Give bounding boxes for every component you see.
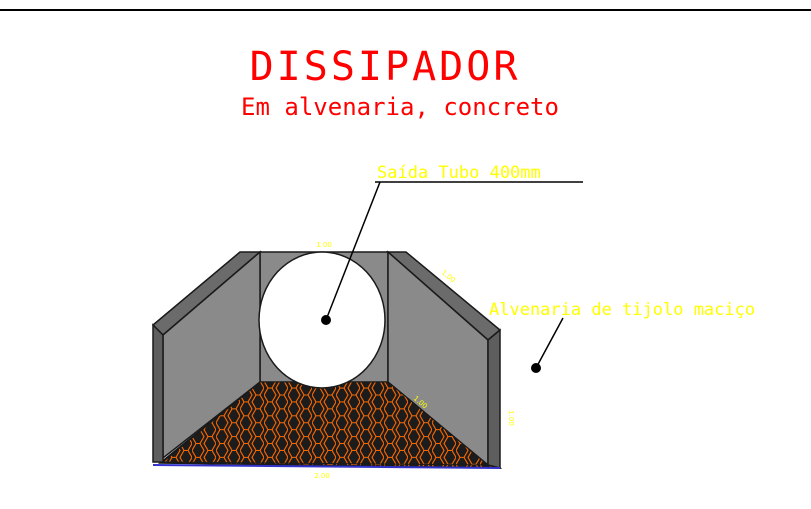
dim-base-width: 2.00	[314, 472, 330, 480]
right-wall-edge	[487, 328, 501, 469]
dim-pipe-diameter: 1.00	[316, 241, 332, 249]
pipe-leader-dot	[321, 315, 331, 325]
dim-right-height: 1.00	[507, 410, 515, 426]
masonry-leader-line	[535, 317, 564, 369]
pipe-leader-line	[325, 181, 381, 321]
masonry-label: Alvenaria de tijolo maciço	[489, 300, 755, 320]
masonry-leader-dot	[531, 363, 541, 373]
base-line	[152, 464, 501, 469]
pipe-outlet-label: Saída Tubo 400mm	[377, 163, 541, 183]
left-wall-edge	[152, 323, 164, 463]
drawing-subtitle: Em alvenaria, concreto	[241, 93, 559, 121]
drawing-title: DISSIPADOR	[250, 44, 521, 90]
